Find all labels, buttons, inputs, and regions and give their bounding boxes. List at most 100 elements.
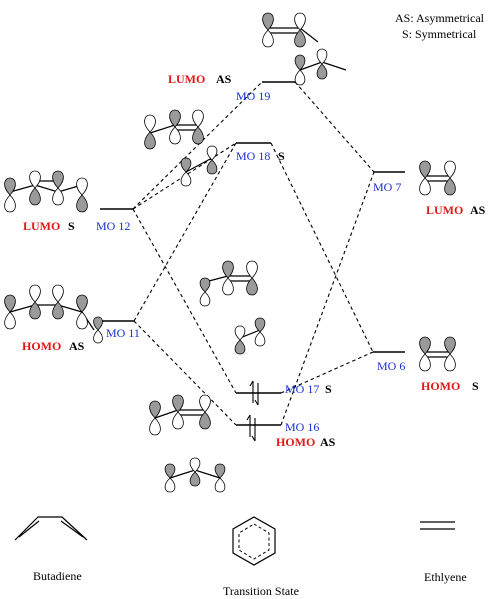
mo6-sym: S	[472, 379, 479, 393]
p-orbital-lobe	[192, 109, 204, 128]
mo18-label: MO 18	[236, 149, 270, 163]
p-orbital-lobe	[180, 171, 192, 187]
p-orbital-lobe	[144, 114, 156, 133]
p-orbital-lobe	[76, 177, 88, 196]
p-orbital-lobe	[52, 187, 64, 206]
p-orbital-lobe	[29, 187, 41, 206]
p-orbital-lobe	[222, 260, 234, 279]
p-orbital-lobe	[4, 294, 16, 313]
p-orbital-lobe	[52, 284, 64, 303]
p-orbital-lobe	[444, 353, 456, 372]
p-orbital-lobe	[29, 301, 41, 320]
p-orbital-lobe	[254, 331, 266, 347]
p-orbital-lobe	[4, 311, 16, 330]
orbital-drawings	[4, 12, 456, 493]
p-orbital-lobe	[172, 394, 184, 413]
p-orbital-lobe	[294, 54, 306, 71]
p-orbital-lobe	[164, 477, 176, 493]
p-orbital-lobe	[234, 339, 246, 355]
p-orbital-lobe	[76, 194, 88, 213]
mo7-label: MO 7	[373, 180, 401, 194]
p-orbital-lobe	[206, 145, 218, 161]
p-orbital-lobe	[419, 353, 431, 372]
p-orbital-lobe	[144, 131, 156, 150]
p-orbital-lobe	[419, 160, 431, 179]
mo19-label: MO 19	[236, 89, 270, 103]
p-orbital-lobe	[29, 284, 41, 303]
orbital-butadiene-lumo	[9, 180, 83, 193]
mo19-sym: AS	[216, 72, 232, 86]
p-orbital-lobe	[444, 336, 456, 355]
mo19-tag: LUMO	[168, 72, 205, 86]
p-orbital-lobe	[222, 277, 234, 296]
p-orbital-lobe	[234, 325, 246, 341]
p-orbital-lobe	[294, 12, 306, 31]
mo18-sym: S	[278, 149, 285, 163]
mo12-tag: LUMO	[23, 219, 60, 233]
p-orbital-lobe	[169, 109, 181, 128]
p-orbital-lobe	[52, 170, 64, 189]
p-orbital-lobe	[316, 63, 328, 80]
electron-pair-mo17	[249, 380, 259, 406]
legend-asymmetrical: AS: Asymmetrical	[395, 11, 485, 25]
p-orbital-lobe	[199, 394, 211, 413]
caption-transition-state: Transition State	[223, 584, 299, 598]
butadiene-structure	[14, 516, 88, 541]
p-orbital-lobe	[169, 126, 181, 145]
ethylene-structure	[420, 521, 455, 530]
p-orbital-lobe	[149, 400, 161, 419]
p-orbital-lobe	[294, 29, 306, 48]
p-orbital-lobe	[246, 277, 258, 296]
p-orbital-lobe	[4, 194, 16, 213]
p-orbital-lobe	[419, 177, 431, 196]
mo12-sym: S	[68, 219, 75, 233]
p-orbital-lobe	[419, 336, 431, 355]
caption-ethylene: Ethlyene	[424, 570, 467, 584]
p-orbital-lobe	[180, 157, 192, 173]
p-orbital-lobe	[172, 411, 184, 430]
p-orbital-lobe	[189, 471, 201, 487]
p-orbital-lobe	[206, 159, 218, 175]
mo6-tag: HOMO	[421, 379, 460, 393]
mo17-sym: S	[325, 382, 332, 396]
carbon-backbone	[268, 27, 319, 43]
p-orbital-lobe	[189, 457, 201, 473]
p-orbital-lobe	[444, 160, 456, 179]
p-orbital-lobe	[199, 291, 211, 307]
mo11-sym: AS	[69, 339, 85, 353]
mo16-label: MO 16	[285, 420, 319, 434]
transition-state-structure	[232, 516, 276, 566]
electron-pair-mo16	[246, 414, 256, 442]
p-orbital-lobe	[294, 69, 306, 86]
caption-butadiene: Butadiene	[33, 569, 82, 583]
p-orbital-lobe	[93, 329, 103, 344]
p-orbital-lobe	[76, 294, 88, 313]
mo16-sym: AS	[320, 435, 336, 449]
mo7-tag: LUMO	[426, 203, 463, 217]
p-orbital-lobe	[164, 463, 176, 479]
p-orbital-lobe	[246, 260, 258, 279]
correlation-lines	[132, 81, 375, 426]
legend-symmetrical: S: Symmetrical	[402, 27, 477, 41]
p-orbital-lobe	[214, 463, 226, 479]
mo6-label: MO 6	[377, 359, 405, 373]
mo16-tag: HOMO	[276, 435, 315, 449]
mo12-label: MO 12	[96, 219, 130, 233]
mo11-tag: HOMO	[22, 339, 61, 353]
p-orbital-lobe	[29, 170, 41, 189]
p-orbital-lobe	[262, 12, 274, 31]
mo7-sym: AS	[470, 203, 486, 217]
p-orbital-lobe	[76, 311, 88, 330]
p-orbital-lobe	[444, 177, 456, 196]
p-orbital-lobe	[93, 316, 103, 331]
p-orbital-lobe	[254, 317, 266, 333]
carbon-backbone	[185, 157, 213, 173]
mo17-label: MO 17	[285, 382, 319, 396]
p-orbital-lobe	[214, 477, 226, 493]
mo11-label: MO 11	[106, 326, 140, 340]
p-orbital-lobe	[199, 411, 211, 430]
p-orbital-lobe	[316, 48, 328, 65]
p-orbital-lobe	[199, 277, 211, 293]
p-orbital-lobe	[262, 29, 274, 48]
